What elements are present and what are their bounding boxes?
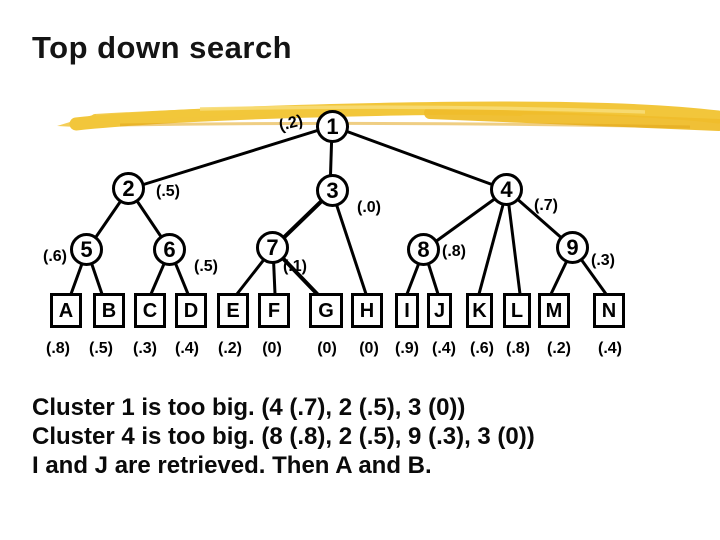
leaf-box-j: J xyxy=(427,293,452,328)
node-9-weight: (.3) xyxy=(591,252,615,269)
tree-node-8: 8 xyxy=(407,233,440,266)
leaf-box-c: C xyxy=(134,293,166,328)
highlighter-stroke-icon xyxy=(57,101,720,131)
node-3-weight: (.0) xyxy=(357,199,381,216)
tree-node-4: 4 xyxy=(490,173,523,206)
leaf-box-b: B xyxy=(93,293,125,328)
leaf-weight-g: (0) xyxy=(317,340,337,357)
leaf-box-k: K xyxy=(466,293,493,328)
leaf-weight-m: (.2) xyxy=(547,340,571,357)
leaf-box-h: H xyxy=(351,293,383,328)
node-5-weight: (.6) xyxy=(43,248,67,265)
leaf-box-f: F xyxy=(258,293,290,328)
tree-edges xyxy=(69,124,608,300)
leaf-box-i: I xyxy=(395,293,419,328)
notes-line-1: Cluster 1 is too big. (4 (.7), 2 (.5), 3… xyxy=(32,394,466,421)
leaf-box-g: G xyxy=(309,293,343,328)
tree-node-2: 2 xyxy=(112,172,145,205)
leaf-weight-a: (.8) xyxy=(46,340,70,357)
node-8-weight: (.8) xyxy=(442,243,466,260)
slide-title: Top down search xyxy=(32,30,293,65)
leaf-weight-j: (.4) xyxy=(432,340,456,357)
node-2-weight: (.5) xyxy=(156,183,180,200)
leaf-weight-n: (.4) xyxy=(598,340,622,357)
leaf-weight-b: (.5) xyxy=(89,340,113,357)
leaf-weight-k: (.6) xyxy=(470,340,494,357)
leaf-box-d: D xyxy=(175,293,207,328)
tree-node-6: 6 xyxy=(153,233,186,266)
node-6-weight: (.5) xyxy=(194,258,218,275)
tree-node-3: 3 xyxy=(316,174,349,207)
tree-node-5: 5 xyxy=(70,233,103,266)
leaf-weight-d: (.4) xyxy=(175,340,199,357)
tree-node-9: 9 xyxy=(556,231,589,264)
tree-node-7: 7 xyxy=(256,231,289,264)
node-4-weight: (.7) xyxy=(534,197,558,214)
leaf-weight-f: (0) xyxy=(262,340,282,357)
leaf-box-e: E xyxy=(217,293,249,328)
leaf-weight-c: (.3) xyxy=(133,340,157,357)
notes-line-3: I and J are retrieved. Then A and B. xyxy=(32,452,432,479)
node-7-weight: (.1) xyxy=(283,258,307,275)
tree-node-1: 1 xyxy=(316,110,349,143)
leaf-weight-h: (0) xyxy=(359,340,379,357)
leaf-box-l: L xyxy=(503,293,531,328)
leaf-weight-i: (.9) xyxy=(395,340,419,357)
leaf-weight-e: (.2) xyxy=(218,340,242,357)
notes-block: Cluster 1 is too big. (4 (.7), 2 (.5), 3… xyxy=(32,393,535,480)
notes-line-2: Cluster 4 is too big. (8 (.8), 2 (.5), 9… xyxy=(32,423,535,450)
leaf-weight-l: (.8) xyxy=(506,340,530,357)
leaf-box-m: M xyxy=(538,293,570,328)
leaf-box-n: N xyxy=(593,293,625,328)
leaf-box-a: A xyxy=(50,293,82,328)
